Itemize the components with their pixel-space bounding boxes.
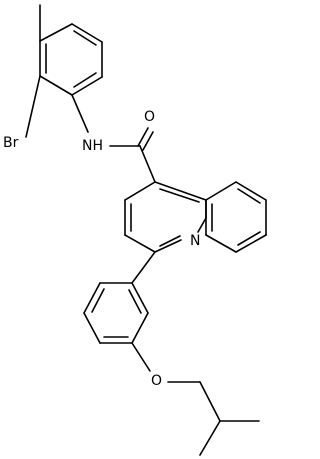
ether-oxygen-label: O: [151, 373, 162, 389]
bond: [71, 76, 103, 96]
carbonyl-to-ring-bond: [139, 145, 156, 183]
double-bond-inner: [91, 288, 105, 313]
double-bond-inner: [237, 231, 261, 246]
bond: [124, 181, 156, 201]
bond: [235, 234, 267, 253]
double-bond-inner: [237, 188, 261, 204]
double-bond-inner: [73, 72, 97, 88]
quinoline-benzo-ring: [205, 181, 267, 253]
bond: [124, 234, 156, 253]
isobutyl-bond: [199, 381, 221, 422]
bond: [154, 181, 207, 201]
c-br-bond: [25, 75, 41, 138]
bond: [71, 23, 103, 43]
quinoline-phenyl-bond: [131, 251, 156, 284]
bond: [131, 282, 149, 314]
aryl-nh-bond: [71, 94, 89, 133]
bromomethylphenyl-ring: [39, 23, 103, 96]
isobutyl-bond: [199, 420, 221, 456]
bond: [197, 217, 207, 233]
bromine-label: Br: [3, 135, 19, 151]
bond: [83, 312, 101, 344]
double-bond-inner: [159, 235, 181, 247]
bond: [131, 312, 149, 344]
amide-nh-label: NH: [82, 138, 103, 154]
isobutoxyphenyl-ring: [83, 282, 149, 344]
chemical-structure-diagram: Br NH O N: [3, 4, 267, 456]
bond: [39, 23, 73, 42]
bond: [39, 75, 73, 96]
aryl-oxygen-bond: [131, 342, 151, 372]
bond: [205, 234, 237, 253]
carbonyl-double-bond: [142, 131, 154, 151]
amide-group: [109, 127, 156, 183]
double-bond-inner: [159, 188, 200, 203]
bond: [235, 181, 267, 201]
bond: [154, 239, 182, 253]
carbonyl-double-bond: [137, 127, 149, 147]
quinoline-nitrogen-label: N: [190, 233, 200, 249]
carbonyl-oxygen-label: O: [144, 109, 155, 125]
bond: [83, 282, 101, 314]
double-bond-inner: [73, 30, 97, 46]
double-bond-inner: [128, 289, 142, 314]
bond: [205, 181, 237, 201]
